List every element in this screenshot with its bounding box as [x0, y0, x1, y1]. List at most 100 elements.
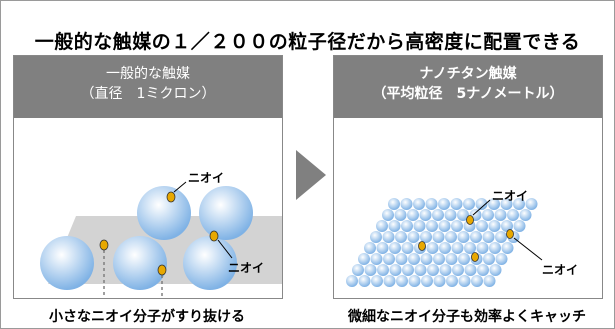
nano-particle [489, 264, 502, 276]
page-title: 一般的な触媒の１／２００の粒子径だから高密度に配置できる [34, 31, 581, 53]
nano-particle [477, 264, 489, 276]
caption-conventional: 小さなニオイ分子がすり抜ける [49, 309, 245, 325]
nano-particle [421, 275, 433, 287]
nano-particle [425, 198, 438, 210]
nano-particle [402, 264, 414, 276]
nano-particle [370, 253, 383, 265]
nano-particle [370, 231, 382, 243]
nano-particle [388, 198, 400, 210]
nano-particle [451, 220, 463, 232]
nano-particle [383, 253, 395, 265]
nano-particle [439, 264, 452, 276]
panel-subtitle-nano: （平均粒径 5ナノメートル） [372, 86, 564, 102]
odor-molecule-icon [471, 252, 479, 262]
nano-particle [407, 209, 419, 221]
nano-particle [396, 275, 408, 287]
nano-particle [445, 231, 457, 243]
panel-nano-titanium-catalyst: ナノチタン触媒 （平均粒径 5ナノメートル） ニオイ ニオイ [333, 55, 603, 299]
nano-particle [364, 242, 376, 254]
nano-particle [438, 220, 451, 232]
nano-particle [513, 198, 525, 210]
nano-particle [401, 242, 414, 254]
nano-particle [371, 275, 383, 287]
nano-particle [439, 242, 451, 254]
nano-particle [525, 198, 538, 210]
panel-conventional-catalyst: 一般的な触媒 （直径 1ミクロン） [13, 55, 283, 299]
nano-particle [358, 275, 371, 287]
nano-particle [513, 220, 526, 232]
nano-particle [383, 275, 396, 287]
nano-particle [400, 198, 413, 210]
nano-particle [458, 275, 471, 287]
nano-particle [501, 242, 514, 254]
nano-particle [501, 220, 513, 232]
nano-particle [482, 209, 494, 221]
nano-particle [346, 275, 358, 287]
nano-particle [438, 198, 450, 210]
nano-particle [407, 231, 420, 243]
conventional-catalyst-illustration: ニオイ ニオイ [40, 171, 282, 298]
nano-particle [419, 209, 432, 221]
nano-particle [470, 231, 482, 243]
nano-particle [401, 220, 413, 232]
callout-line [472, 199, 491, 216]
nano-particle [413, 198, 425, 210]
nano-particle [376, 242, 389, 254]
nano-particle [395, 231, 407, 243]
nano-particle [483, 275, 496, 287]
catalyst-sphere [199, 186, 253, 240]
odor-molecule-icon [466, 215, 474, 225]
odor-molecule-icon [506, 229, 514, 239]
nano-particle [394, 209, 407, 221]
nano-particle [376, 220, 388, 232]
panel-subtitle-conventional: （直径 1ミクロン） [80, 86, 216, 102]
nano-particle [432, 209, 444, 221]
odor-label: ニオイ [228, 261, 264, 275]
nano-particle [458, 253, 470, 265]
nano-particle [463, 198, 475, 210]
nano-particle [426, 220, 438, 232]
callout-line [513, 237, 543, 261]
nano-particle [377, 264, 389, 276]
nano-particle-grid [346, 198, 538, 287]
odor-molecule-icon [418, 241, 426, 251]
right-arrow-icon [296, 150, 326, 200]
nano-catalyst-illustration: ニオイ ニオイ [346, 189, 578, 287]
nano-particle [452, 264, 464, 276]
odor-label: ニオイ [492, 189, 528, 203]
nano-particle [389, 242, 401, 254]
nano-particle [489, 242, 501, 254]
nano-particle [388, 220, 401, 232]
nano-particle [507, 209, 519, 221]
nano-particle [408, 253, 420, 265]
panel-title-nano: ナノチタン触媒 [419, 66, 517, 82]
nano-particle [420, 253, 433, 265]
nano-particle [495, 253, 508, 265]
odor-molecule-icon [157, 264, 167, 276]
nano-particle [433, 275, 446, 287]
nano-particle [427, 264, 439, 276]
panel-header-nano: ナノチタン触媒 （平均粒径 5ナノメートル） [334, 56, 602, 118]
nano-particle [464, 242, 476, 254]
nano-particle [464, 264, 477, 276]
nano-particle [457, 209, 469, 221]
nano-particle [444, 209, 457, 221]
nano-particle [382, 231, 395, 243]
nano-particle [433, 253, 445, 265]
nano-particle [476, 220, 488, 232]
nano-particle [420, 231, 432, 243]
odor-molecule-icon [99, 239, 109, 251]
catalyst-sphere [183, 236, 237, 290]
nano-particle [413, 220, 426, 232]
nano-particle [408, 275, 421, 287]
nano-particle [488, 198, 500, 210]
nano-particle [483, 253, 495, 265]
panel-title-conventional: 一般的な触媒 [106, 66, 190, 82]
nano-particle [451, 242, 464, 254]
nano-particle [446, 275, 458, 287]
callout-line [173, 181, 187, 193]
nano-particle [495, 231, 507, 243]
odor-label: ニオイ [188, 171, 224, 185]
nano-particle [382, 209, 394, 221]
nano-particle [450, 198, 463, 210]
